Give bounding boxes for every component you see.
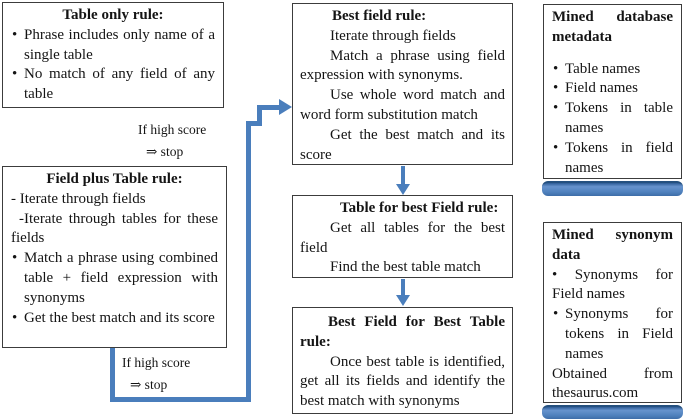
paragraph: Get the best match and its score	[300, 126, 505, 163]
arrow-down-icon	[396, 295, 410, 306]
label-line: If high score	[122, 355, 191, 370]
list-item: -Iterate through tables for these fields	[11, 210, 218, 247]
best-field-for-best-table-rule-box: Best Field for Best Table rule: Once bes…	[292, 307, 513, 414]
list-item: Table names	[552, 60, 673, 80]
connector-line-segment	[110, 397, 251, 402]
paragraph: Use whole word match and word form subst…	[300, 87, 505, 123]
if-high-score-stop-label: If high score ⇒ stop	[138, 119, 228, 164]
label-line: ⇒ stop	[130, 377, 168, 393]
box-title: Mined database metadata	[552, 9, 673, 45]
table-for-best-field-rule-box: Table for best Field rule: Get all table…	[292, 195, 513, 278]
list-item: No match of any field of any table	[11, 65, 215, 105]
list-item: Tokens in table names	[552, 99, 673, 139]
paragraph: Get all tables for the best field	[300, 219, 505, 256]
list-item: - Iterate through fields	[11, 190, 146, 207]
mined-database-metadata-box: Mined database metadata Table names Fiel…	[543, 4, 682, 179]
arrow-down-icon	[396, 184, 410, 195]
list-item: Get the best match and its score	[11, 309, 218, 329]
list-item: Synonyms for Field names	[552, 266, 673, 306]
box-title: Table for best Field rule:	[340, 200, 499, 216]
list-item: Phrase includes only name of a single ta…	[11, 26, 215, 66]
mined-synonym-data-box: Mined synonym data Synonyms for Field na…	[543, 222, 682, 403]
box-title: Mined synonym data	[552, 227, 673, 263]
list-item: Field names	[552, 79, 673, 99]
database-cylinder-graphic	[542, 181, 683, 196]
spacer	[552, 48, 673, 60]
best-field-rule-box: Best field rule: Iterate through fields …	[292, 3, 513, 165]
paragraph: Find the best table match	[330, 259, 481, 276]
source-note: Obtained from thesaurus.com	[552, 365, 673, 402]
flow-connector	[401, 279, 405, 296]
paragraph: Iterate through fields	[330, 27, 456, 44]
field-plus-table-rule-box: Field plus Table rule: - Iterate through…	[2, 166, 227, 348]
connector-line-segment	[257, 105, 280, 110]
label-line: ⇒ stop	[146, 144, 184, 160]
flow-connector	[401, 166, 405, 185]
box-title: Best Field for Best Table rule:	[300, 314, 505, 350]
paragraph: Match a phrase using field expression wi…	[300, 47, 505, 84]
database-cylinder-graphic	[542, 405, 683, 419]
list-item: Tokens in field names	[552, 139, 673, 178]
box-title: Field plus Table rule:	[46, 171, 183, 187]
arrow-right-icon	[279, 99, 292, 115]
label-line: If high score	[138, 122, 207, 137]
list-item: Synonyms for tokens in Field names	[552, 305, 673, 364]
table-only-rule-box: Table only rule: Phrase includes only na…	[2, 2, 224, 108]
connector-line-segment	[110, 348, 115, 402]
box-title: Best field rule:	[332, 8, 427, 24]
connector-line-segment	[246, 121, 262, 126]
box-title: Table only rule:	[62, 7, 164, 23]
connector-line-segment	[246, 121, 251, 402]
paragraph: Once best table is identified, get all i…	[300, 353, 505, 410]
if-high-score-stop-label: If high score ⇒ stop	[122, 352, 212, 397]
list-item: Match a phrase using combined table + fi…	[11, 249, 218, 308]
connector-line-segment	[257, 105, 262, 126]
